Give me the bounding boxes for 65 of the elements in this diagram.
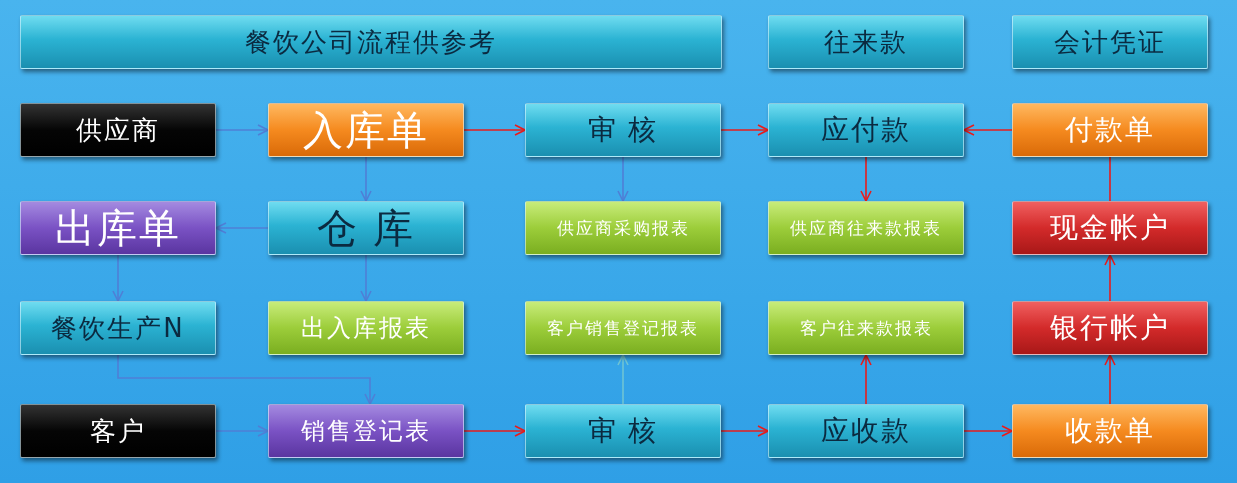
arrow bbox=[617, 354, 629, 405]
arrow bbox=[215, 425, 269, 437]
arrow bbox=[617, 156, 629, 202]
process-box bbox=[525, 301, 721, 355]
arrow bbox=[215, 124, 269, 136]
box-label: 银行帐户 bbox=[1050, 314, 1170, 342]
box-label: 餐饮公司流程供参考 bbox=[245, 29, 497, 55]
box-label: 供应商往来款报表 bbox=[790, 219, 942, 237]
process-box bbox=[1012, 103, 1208, 157]
process-box bbox=[525, 404, 721, 458]
box-label: 客户往来款报表 bbox=[799, 319, 933, 337]
process-box bbox=[20, 103, 216, 157]
box-label: 出入库报表 bbox=[301, 316, 431, 340]
box-label: 仓 库 bbox=[316, 208, 416, 248]
box-label: 往来款 bbox=[824, 29, 908, 55]
arrow bbox=[112, 254, 124, 302]
process-box bbox=[268, 103, 464, 157]
box-label: 收款单 bbox=[1065, 417, 1155, 445]
process-box bbox=[768, 15, 964, 69]
arrow bbox=[860, 354, 872, 405]
arrow bbox=[1104, 354, 1116, 405]
arrow bbox=[463, 124, 526, 136]
box-label: 客户 bbox=[90, 418, 146, 444]
arrow bbox=[1104, 254, 1116, 302]
process-box bbox=[268, 404, 464, 458]
box-label: 入库单 bbox=[303, 110, 429, 150]
box-label: 销售登记表 bbox=[301, 419, 431, 443]
arrow bbox=[963, 425, 1013, 437]
box-label: 应收款 bbox=[821, 417, 911, 445]
box-label: 应付款 bbox=[821, 116, 911, 144]
box-label: 餐饮生产N bbox=[51, 315, 185, 341]
arrow bbox=[117, 354, 376, 405]
process-box bbox=[20, 301, 216, 355]
box-label: 供应商采购报表 bbox=[556, 219, 690, 237]
process-box bbox=[525, 201, 721, 255]
process-box bbox=[1012, 201, 1208, 255]
process-box bbox=[768, 301, 964, 355]
process-box bbox=[768, 201, 964, 255]
arrow bbox=[215, 222, 269, 234]
box-label: 付款单 bbox=[1065, 116, 1155, 144]
process-box bbox=[20, 201, 216, 255]
arrow bbox=[860, 156, 872, 202]
process-box bbox=[268, 201, 464, 255]
box-label: 审 核 bbox=[587, 417, 659, 445]
arrow bbox=[720, 425, 769, 437]
process-box bbox=[268, 301, 464, 355]
box-label: 出库单 bbox=[55, 208, 181, 248]
box-label: 会计凭证 bbox=[1054, 29, 1166, 55]
box-label: 审 核 bbox=[587, 116, 659, 144]
box-label: 现金帐户 bbox=[1050, 214, 1170, 242]
arrow bbox=[963, 124, 1013, 136]
box-label: 客户销售登记报表 bbox=[547, 319, 699, 337]
process-box bbox=[20, 404, 216, 458]
arrow bbox=[360, 156, 372, 202]
process-box bbox=[1012, 404, 1208, 458]
process-box bbox=[20, 15, 722, 69]
process-box bbox=[1012, 15, 1208, 69]
process-box bbox=[768, 103, 964, 157]
arrow bbox=[463, 425, 526, 437]
box-label: 供应商 bbox=[76, 117, 160, 143]
process-box bbox=[1012, 301, 1208, 355]
arrow bbox=[360, 254, 372, 302]
process-box bbox=[768, 404, 964, 458]
arrow bbox=[720, 124, 769, 136]
process-box bbox=[525, 103, 721, 157]
